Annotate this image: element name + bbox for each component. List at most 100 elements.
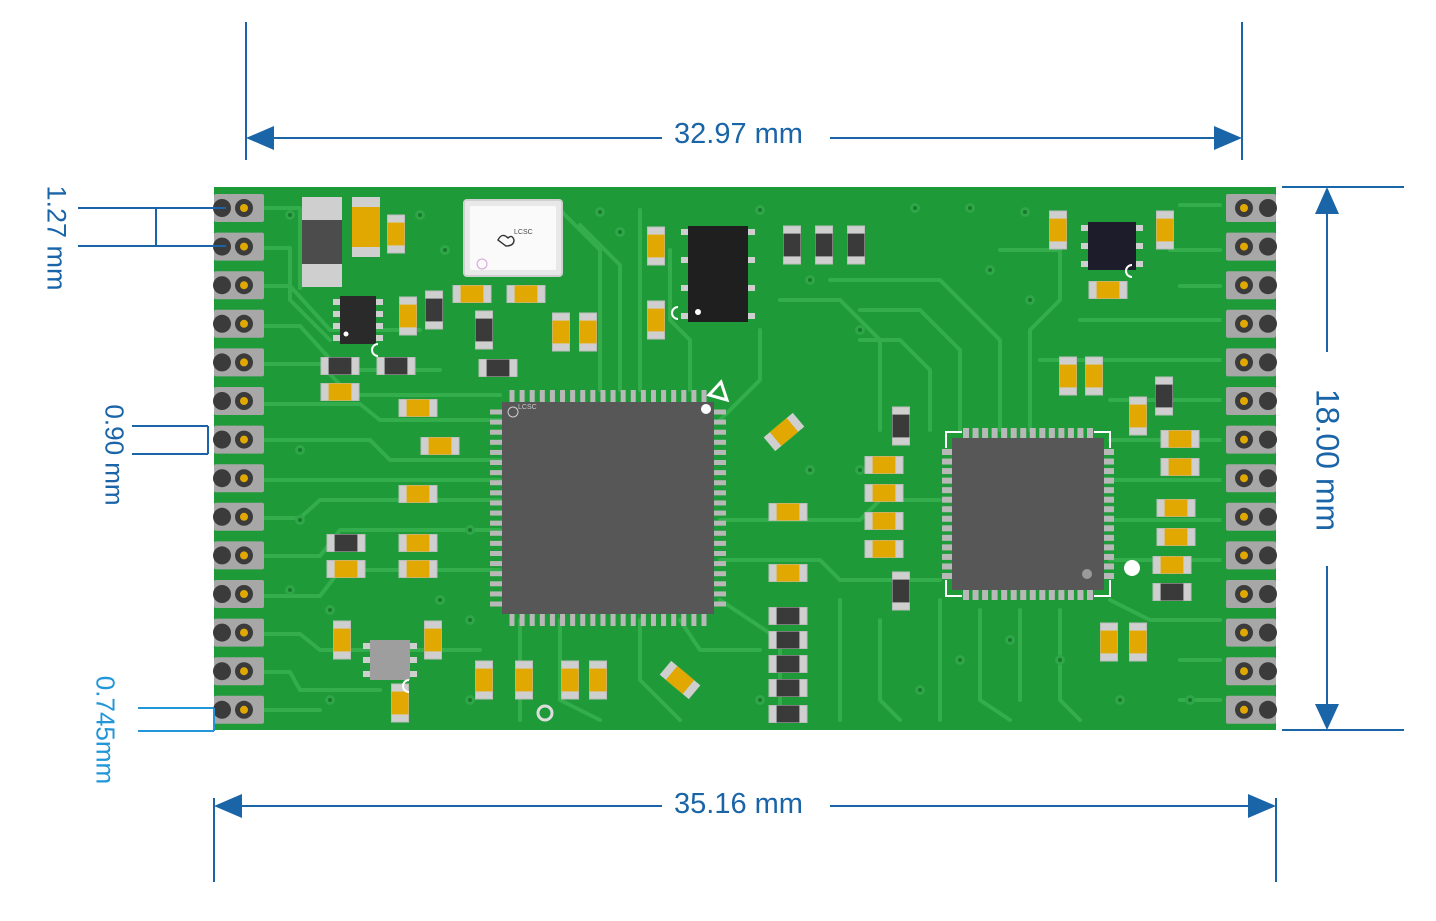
component-body <box>406 560 430 578</box>
tantalum-body <box>352 207 380 247</box>
edge-pad-hole <box>213 662 231 681</box>
component-body <box>1160 583 1184 601</box>
mcu-pin <box>640 614 646 626</box>
qfn-pin <box>1102 544 1114 551</box>
qfn-pin <box>1058 428 1065 440</box>
ic-pin <box>681 229 690 235</box>
passive-component <box>391 683 409 723</box>
passive-component <box>1156 210 1174 250</box>
mcu-pin <box>490 591 502 597</box>
ic-body <box>1088 222 1136 270</box>
passive-component <box>506 285 546 303</box>
component-body <box>647 308 665 332</box>
silkscreen-mark <box>1125 264 1133 278</box>
passive-component <box>1129 622 1147 662</box>
passive-component <box>420 437 460 455</box>
edge-pad-gold <box>1240 551 1248 560</box>
component-body <box>486 359 510 377</box>
qfn-pin <box>1102 477 1114 484</box>
qfn-pin <box>942 515 954 522</box>
mcu-pin <box>714 530 726 536</box>
dimension-arrow <box>1248 794 1276 818</box>
edge-pad-gold <box>240 590 248 598</box>
mcu-pin <box>714 470 726 476</box>
mcu-pin <box>661 614 667 626</box>
qfn-pin <box>1039 428 1046 440</box>
component-body <box>776 503 800 521</box>
pcb-via-hole <box>758 698 762 702</box>
edge-pad-hole <box>1259 469 1277 488</box>
mcu-pin <box>671 390 677 402</box>
component-body <box>776 679 800 697</box>
passive-component <box>1156 528 1196 546</box>
component-body <box>1085 364 1103 388</box>
rotated-capacitor <box>763 412 805 452</box>
qfn-pin <box>982 588 989 600</box>
qfn-pin <box>1102 458 1114 465</box>
qfn-pin <box>942 506 954 513</box>
passive-component <box>478 359 518 377</box>
pcb-components <box>213 194 1277 724</box>
pcb-trace <box>678 618 762 652</box>
passive-component <box>815 225 833 265</box>
top-width-label: 32.97 mm <box>668 118 809 151</box>
component-body <box>776 607 800 625</box>
qfn-pin <box>1102 534 1114 541</box>
component-body <box>387 222 405 246</box>
mcu-pin <box>714 591 726 597</box>
passive-component <box>1156 499 1196 517</box>
qfn-pin <box>942 563 954 570</box>
small-ic <box>681 226 755 322</box>
mcu-pin <box>490 409 502 415</box>
mcu-pin <box>630 614 636 626</box>
mcu-pin <box>549 614 555 626</box>
pcb-via-hole <box>1188 698 1192 702</box>
qfn-pin <box>1020 428 1027 440</box>
mcu-pin <box>714 409 726 415</box>
pcb-trace <box>1058 608 1082 722</box>
passive-component <box>1085 356 1103 396</box>
qfn-pin <box>1077 428 1084 440</box>
component-body <box>776 655 800 673</box>
pin-pitch-label: 1.27 mm <box>41 185 72 291</box>
component-body <box>665 666 695 694</box>
mcu-pin <box>519 614 525 626</box>
pin1-dot <box>695 309 701 315</box>
component-body <box>1156 218 1174 242</box>
component-body <box>424 628 442 652</box>
radio-qfn <box>942 428 1114 600</box>
crystal-logo <box>497 234 515 247</box>
pcb-trace <box>858 308 962 432</box>
qfn-pin <box>991 588 998 600</box>
component-body <box>1100 630 1118 654</box>
edge-pad-hole <box>213 276 231 295</box>
passive-component <box>647 300 665 340</box>
passive-component <box>333 620 351 660</box>
qfn-pin <box>1010 428 1017 440</box>
ic-pin <box>1134 261 1143 267</box>
qfn-pin <box>1102 496 1114 503</box>
ic-pin <box>363 671 372 677</box>
edge-pad-gold <box>240 512 248 521</box>
pin1-dot <box>343 331 349 337</box>
ic-pin <box>1134 243 1143 249</box>
edge-offset-label: 0.745mm <box>90 675 121 785</box>
edge-pad-hole <box>1259 276 1277 295</box>
qfn-pin <box>1102 468 1114 475</box>
mcu-pin <box>610 614 616 626</box>
qfn-pin <box>942 477 954 484</box>
passive-component <box>1152 583 1192 601</box>
edge-pad-gold <box>1240 204 1248 212</box>
passive-component <box>452 285 492 303</box>
ic-pin <box>333 311 342 317</box>
pcb-trace <box>998 248 1062 432</box>
ic-pin <box>363 657 372 663</box>
component-body <box>647 234 665 258</box>
pcb-via-hole <box>808 468 812 472</box>
pcb-via-hole <box>968 206 972 210</box>
ic-pin <box>408 657 417 663</box>
edge-pad-gold <box>240 319 248 328</box>
edge-pad-gold <box>240 667 248 676</box>
passive-component <box>398 534 438 552</box>
passive-component <box>1088 281 1128 299</box>
